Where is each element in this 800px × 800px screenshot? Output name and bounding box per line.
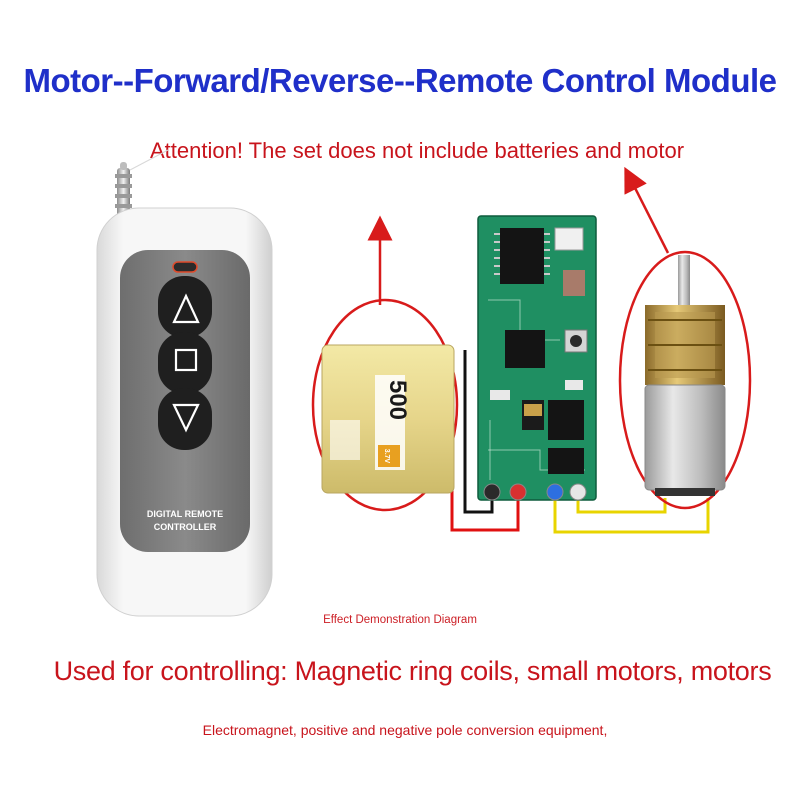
usage-headline: Used for controlling: Magnetic ring coil… bbox=[53, 656, 772, 686]
battery-capacity: 500 bbox=[384, 380, 411, 420]
motor-highlight-ring bbox=[618, 250, 752, 510]
pcb-module bbox=[477, 215, 597, 501]
battery-voltage: 3.7V bbox=[383, 449, 390, 464]
motor-arrow bbox=[624, 166, 670, 254]
down-arrow-icon bbox=[172, 403, 200, 433]
up-arrow-icon bbox=[172, 293, 200, 324]
gear-motor bbox=[618, 250, 752, 510]
diagram-caption: Effect Demonstration Diagram bbox=[323, 614, 477, 626]
stop-square-icon bbox=[174, 348, 198, 372]
main-chip bbox=[500, 228, 544, 284]
remote-control: DIGITAL REMOTE CONTROLLER bbox=[96, 162, 273, 617]
driver-chip bbox=[505, 330, 545, 368]
terminal-pad-3 bbox=[546, 483, 564, 501]
terminal-pad-2 bbox=[509, 483, 527, 501]
remote-label-line1: DIGITAL REMOTE bbox=[147, 509, 223, 519]
up-button[interactable] bbox=[158, 276, 212, 338]
down-button[interactable] bbox=[158, 388, 212, 450]
antenna-pointer-line bbox=[129, 149, 169, 171]
terminal-pad-1 bbox=[483, 483, 501, 501]
remote-label-line2: CONTROLLER bbox=[154, 522, 217, 532]
battery: 500 3.7V bbox=[311, 298, 459, 512]
stop-button[interactable] bbox=[158, 332, 212, 394]
page-title: Motor--Forward/Reverse--Remote Control M… bbox=[23, 62, 777, 99]
pairing-button-icon bbox=[570, 335, 582, 347]
attention-note: Attention! The set does not include batt… bbox=[150, 138, 685, 163]
usage-subtitle: Electromagnet, positive and negative pol… bbox=[202, 722, 608, 738]
antenna bbox=[115, 162, 132, 220]
battery-highlight-ring bbox=[311, 298, 459, 512]
terminal-pad-4 bbox=[569, 483, 587, 501]
